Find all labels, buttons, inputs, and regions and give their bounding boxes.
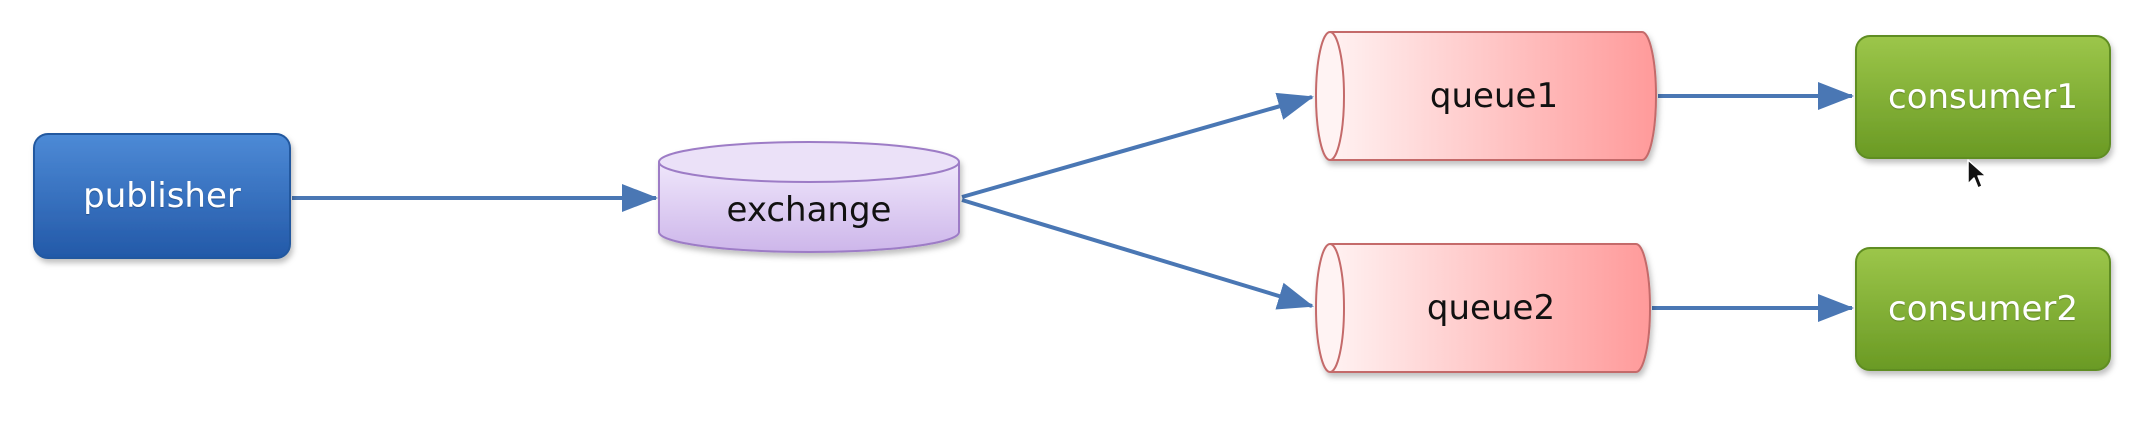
queue1-node bbox=[1315, 31, 1657, 161]
edge-exchange-queue2 bbox=[961, 198, 1314, 310]
edge-exchange-queue1 bbox=[961, 92, 1314, 199]
exchange-node bbox=[658, 141, 960, 253]
mouse-pointer-icon bbox=[1967, 159, 1987, 189]
queue2-node bbox=[1315, 243, 1651, 373]
consumer1-node bbox=[1855, 35, 2111, 159]
consumer2-node bbox=[1855, 247, 2111, 371]
publisher-node bbox=[33, 133, 291, 259]
